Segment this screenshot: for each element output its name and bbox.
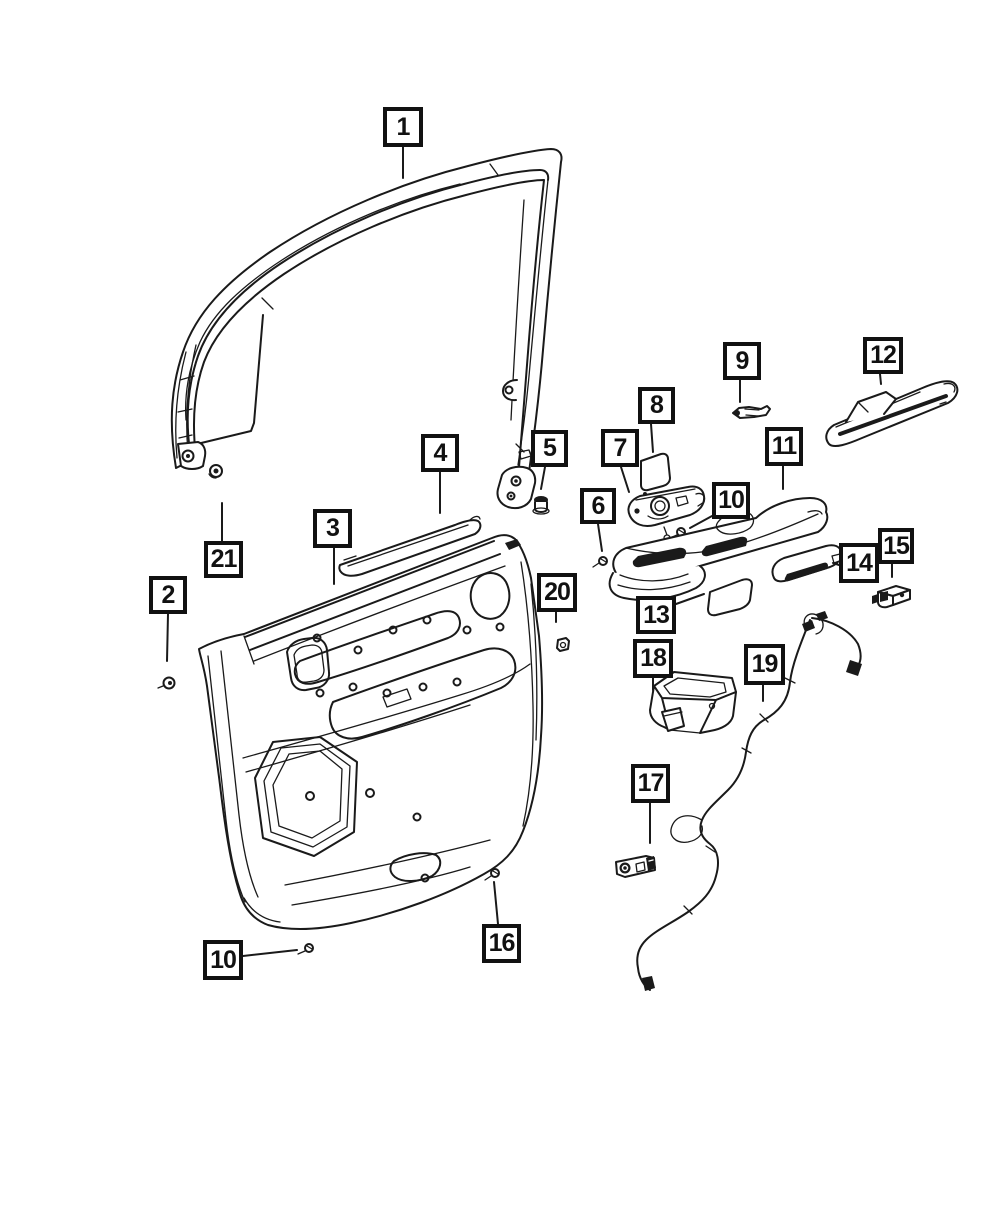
switch-bezel-14-art [771, 544, 843, 583]
callout-10-upper[interactable]: 10 [712, 482, 750, 519]
wiring-harness-19-art [636, 611, 862, 991]
leader-callout-5 [540, 466, 546, 490]
callout-2[interactable]: 2 [149, 576, 187, 614]
callout-9[interactable]: 9 [723, 342, 761, 380]
door-trim-panel-art [198, 534, 544, 930]
callout-number: 9 [735, 346, 750, 375]
armrest-11-art [608, 497, 829, 601]
callout-21[interactable]: 21 [204, 541, 243, 578]
screw-16-art [484, 868, 500, 881]
leader-callout-2 [166, 613, 169, 662]
leader-callout-13 [675, 593, 705, 605]
callout-number: 4 [433, 438, 448, 467]
callout-number: 19 [751, 650, 779, 678]
pull-handle-12-art [825, 380, 959, 448]
callout-number: 7 [613, 433, 628, 462]
callout-number: 18 [640, 644, 667, 672]
callout-number: 12 [870, 341, 897, 369]
cupholder-18-art [649, 671, 737, 734]
callout-number: 6 [591, 491, 606, 520]
callout-number: 3 [326, 514, 340, 542]
leader-callout-14 [832, 562, 840, 566]
callout-13[interactable]: 13 [636, 596, 676, 634]
callout-15[interactable]: 15 [878, 528, 914, 564]
push-pin-2-art [157, 676, 176, 690]
callout-number: 10 [210, 945, 237, 974]
callout-4[interactable]: 4 [421, 434, 459, 472]
callout-19[interactable]: 19 [744, 644, 785, 685]
callout-1[interactable]: 1 [383, 107, 423, 147]
callout-6[interactable]: 6 [580, 488, 616, 524]
leader-callout-16 [493, 881, 499, 925]
clip-20-art [556, 637, 570, 652]
callout-8[interactable]: 8 [638, 387, 675, 424]
callout-number: 5 [543, 434, 557, 462]
callout-17[interactable]: 17 [631, 764, 670, 803]
callout-7[interactable]: 7 [601, 429, 639, 467]
leader-callout-12 [879, 373, 882, 385]
callout-number: 20 [544, 578, 571, 606]
window-frame-art [170, 148, 563, 510]
callout-number: 10 [718, 486, 745, 514]
leader-callout-6 [597, 523, 603, 552]
callout-number: 17 [637, 769, 665, 797]
callout-number: 16 [488, 929, 516, 957]
callout-number: 2 [161, 580, 176, 609]
callout-14[interactable]: 14 [839, 543, 879, 583]
clip-9-art [732, 405, 771, 419]
handle-7-art [627, 485, 706, 542]
belt-molding-art [338, 515, 482, 577]
switch-15-art [872, 585, 911, 609]
screw-10-lower-art [297, 943, 314, 955]
leader-callout-10-lower [242, 949, 298, 957]
callout-12[interactable]: 12 [863, 337, 903, 374]
leader-lines-layer [166, 146, 893, 957]
screw-6-art [592, 556, 608, 568]
callout-16[interactable]: 16 [482, 924, 521, 963]
callout-3[interactable]: 3 [313, 509, 352, 548]
pad-8-art [640, 452, 671, 492]
callout-11[interactable]: 11 [765, 427, 803, 466]
callout-number: 21 [210, 545, 238, 573]
switch-17-art [615, 855, 656, 878]
callout-number: 1 [396, 112, 411, 141]
pad-13-art [707, 578, 753, 617]
callout-number: 14 [846, 548, 873, 577]
callout-number: 15 [883, 531, 910, 560]
callout-20[interactable]: 20 [537, 573, 577, 612]
grommet-5-art [532, 496, 550, 515]
callout-number: 13 [643, 600, 670, 629]
screw-21-art [208, 464, 223, 479]
callout-5[interactable]: 5 [531, 430, 568, 467]
leader-callout-10-upper [689, 515, 713, 529]
leader-callout-8 [650, 423, 654, 453]
callout-number: 11 [771, 432, 797, 460]
callout-18[interactable]: 18 [633, 639, 673, 678]
leader-callout-7 [620, 466, 630, 493]
callout-number: 8 [650, 391, 664, 419]
callout-10-lower[interactable]: 10 [203, 940, 243, 980]
